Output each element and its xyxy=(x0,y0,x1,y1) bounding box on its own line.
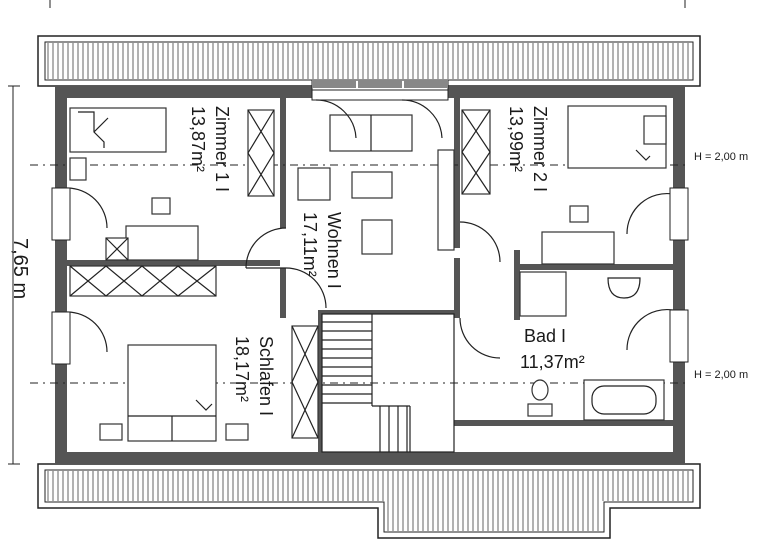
room-area-zimmer1: 13,87m² xyxy=(188,106,208,172)
height-label-upper: H = 2,00 m xyxy=(694,151,748,163)
room-name-zimmer1: Zimmer 1 I xyxy=(212,106,232,192)
room-area-bad: 11,37m² xyxy=(520,352,585,372)
room-name-wohnen: Wohnen I xyxy=(324,212,344,289)
wohnen-furniture xyxy=(297,114,455,255)
label-wohnen: Wohnen I 17,11m² xyxy=(300,212,344,289)
room-area-wohnen: 17,11m² xyxy=(300,212,320,277)
zimmer1-furniture xyxy=(69,107,275,261)
room-area-zimmer2: 13,99m² xyxy=(506,106,526,172)
bad-furniture xyxy=(519,271,665,421)
roof-bottom xyxy=(37,463,701,539)
room-name-bad: Bad I xyxy=(524,326,566,346)
zimmer2-furniture xyxy=(461,105,667,265)
interior-walls xyxy=(67,98,673,452)
label-zimmer2: Zimmer 2 I 13,99m² xyxy=(506,106,550,192)
label-zimmer1: Zimmer 1 I 13,87m² xyxy=(188,106,232,192)
side-windows xyxy=(51,187,689,365)
outer-walls xyxy=(55,79,685,464)
dimension-depth-label: 7,65 m xyxy=(9,238,31,299)
room-name-schlafen: Schlafen I xyxy=(256,336,276,416)
room-area-schlafen: 18,17m² xyxy=(232,336,252,402)
height-label-lower: H = 2,00 m xyxy=(694,369,748,381)
doors xyxy=(66,99,674,359)
wardrobe xyxy=(69,265,217,297)
schlafen-furniture xyxy=(99,325,319,442)
dimension-line-depth: 7,65 m xyxy=(8,85,31,465)
roof-top xyxy=(37,35,701,87)
room-name-zimmer2: Zimmer 2 I xyxy=(530,106,550,192)
staircase xyxy=(321,313,455,453)
label-schlafen: Schlafen I 18,17m² xyxy=(232,336,276,416)
